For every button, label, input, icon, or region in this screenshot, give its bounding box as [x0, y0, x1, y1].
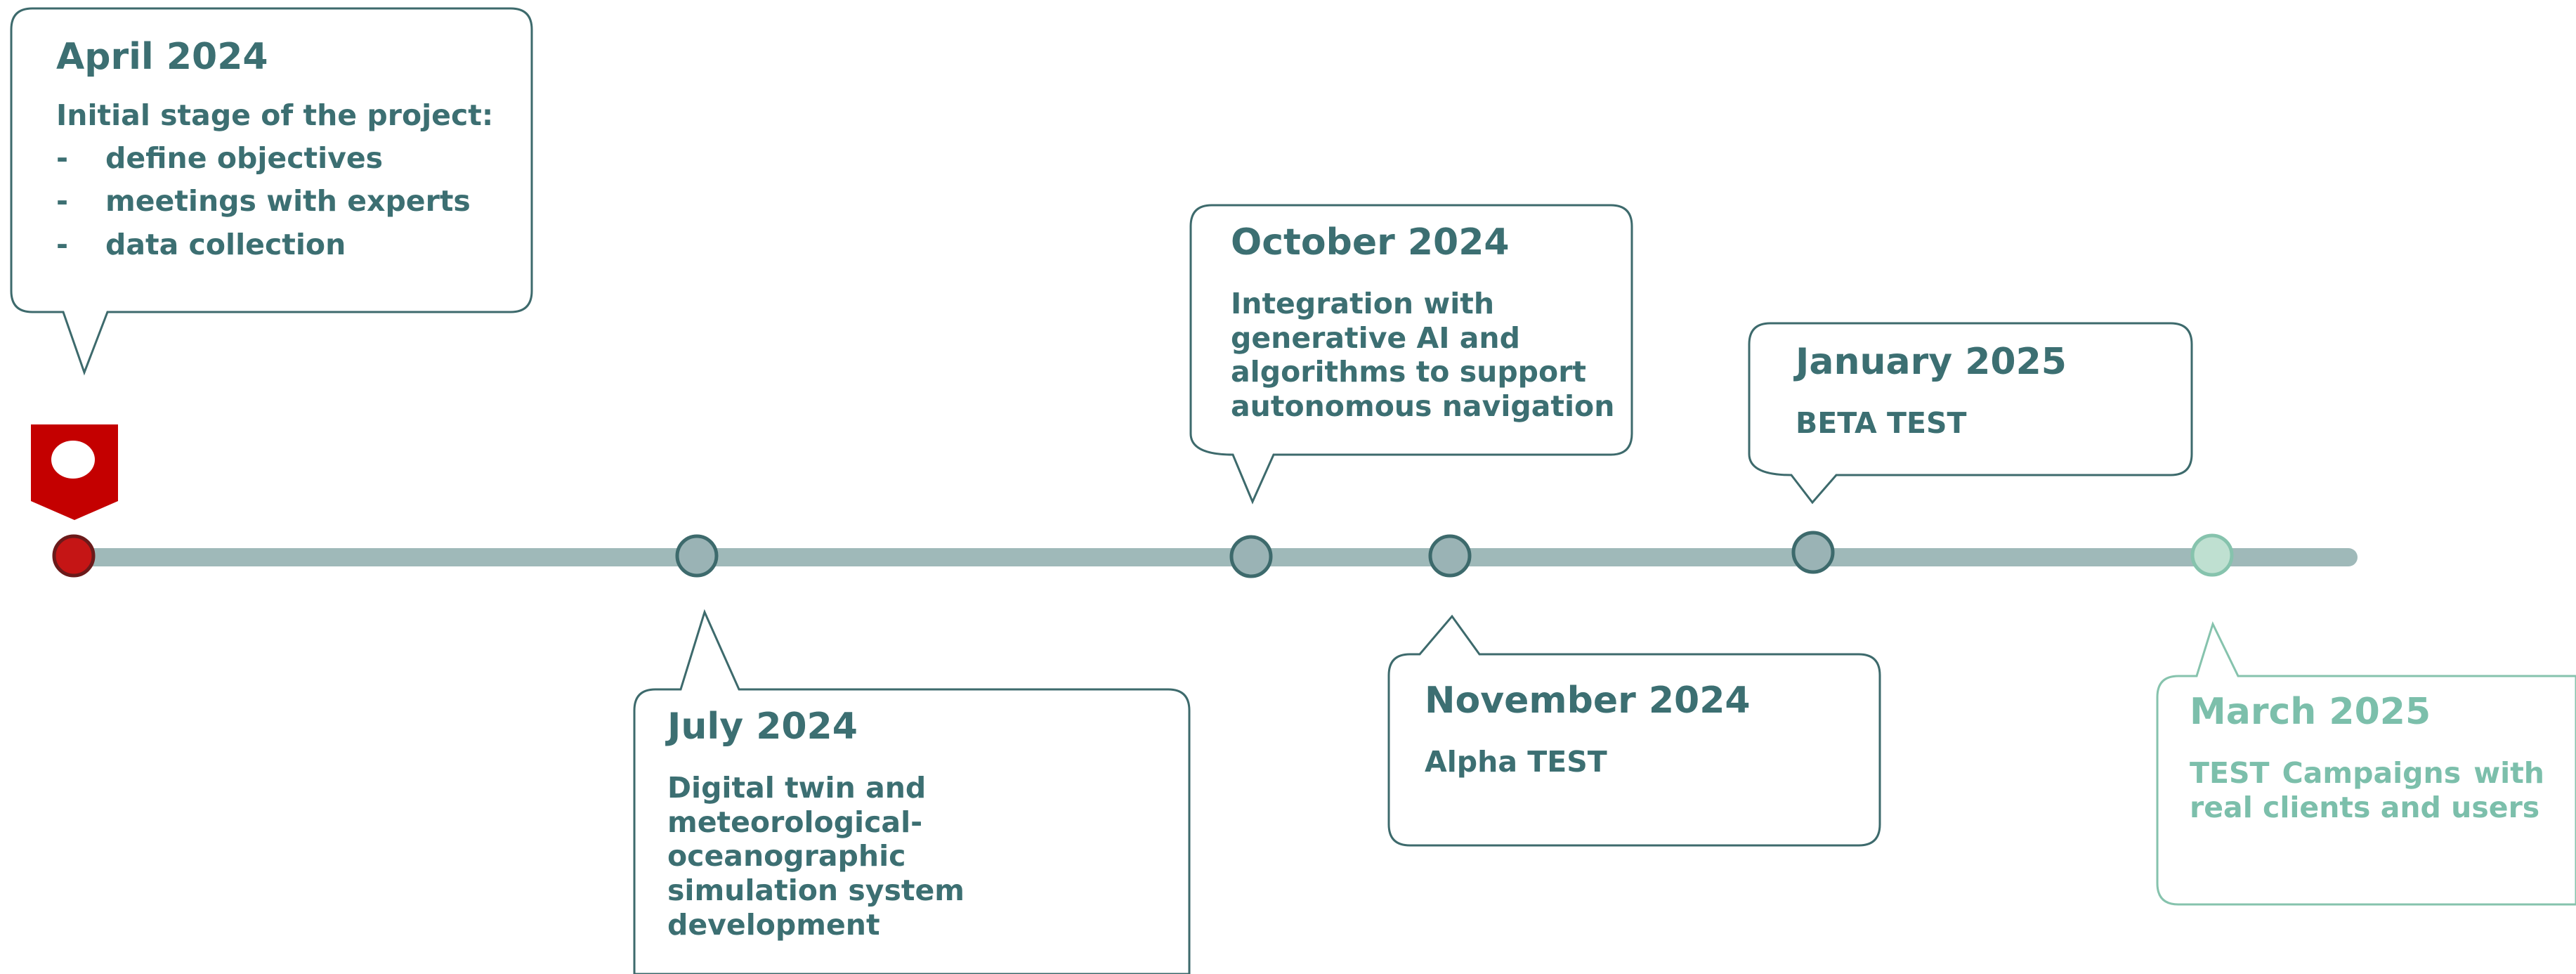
callout-november-2024 [1387, 614, 1881, 847]
milestone-title: January 2025 [1796, 341, 2067, 383]
bullet-marker: - [56, 227, 69, 261]
milestone-intro: Initial stage of the project: [56, 98, 494, 132]
start-flag-icon [31, 424, 118, 520]
milestone-january-2025: January 2025 BETA TEST [1796, 341, 2175, 441]
milestone-bullet-list: - define objectives - meetings with expert… [56, 137, 506, 267]
list-item: - data collection [56, 223, 506, 267]
milestone-title: March 2025 [2190, 691, 2431, 733]
milestone-title: April 2024 [56, 36, 268, 78]
milestone-november-2024: November 2024 Alpha TEST [1425, 680, 1846, 779]
callout-march-2025 [2156, 621, 2576, 906]
callout-april-2024 [10, 7, 533, 376]
milestone-march-2025: March 2025 TEST Campaigns with real clie… [2190, 691, 2544, 824]
milestone-october-2024: October 2024 Integration with generative… [1231, 221, 1631, 424]
bullet-marker: - [56, 184, 69, 219]
callout-july-2024 [633, 609, 1191, 974]
bullet-marker: - [56, 141, 69, 175]
milestone-description: Alpha TEST [1425, 744, 1607, 779]
milestone-july-2024: July 2024 Digital twin and meteorologica… [667, 706, 1117, 942]
milestone-dot-july-2024[interactable] [675, 534, 719, 578]
list-item: - define objectives [56, 137, 506, 181]
milestone-dot-november-2024[interactable] [1428, 534, 1472, 578]
milestone-april-2024: April 2024 Initial stage of the project:… [56, 36, 506, 267]
bullet-text: data collection [105, 227, 346, 261]
bullet-text: define objectives [105, 141, 384, 175]
milestone-dot-april-2024[interactable] [52, 534, 96, 578]
milestone-description: Digital twin and meteorological-oceanogr… [667, 770, 965, 942]
milestone-dot-march-2025[interactable] [2190, 533, 2234, 577]
list-item: - meetings with experts [56, 180, 506, 223]
milestone-title: July 2024 [667, 706, 858, 748]
milestone-dot-october-2024[interactable] [1229, 535, 1273, 578]
callout-october-2024 [1189, 204, 1633, 505]
milestone-description: BETA TEST [1796, 405, 1967, 440]
milestone-title: November 2024 [1425, 680, 1751, 722]
callout-january-2025 [1748, 322, 2193, 505]
milestone-title: October 2024 [1231, 221, 1510, 264]
milestone-dot-january-2025[interactable] [1791, 531, 1835, 574]
milestone-description: Integration with generative AI and algor… [1231, 286, 1615, 424]
milestone-description: TEST Campaigns with real clients and use… [2190, 755, 2544, 824]
bullet-text: meetings with experts [105, 184, 471, 219]
